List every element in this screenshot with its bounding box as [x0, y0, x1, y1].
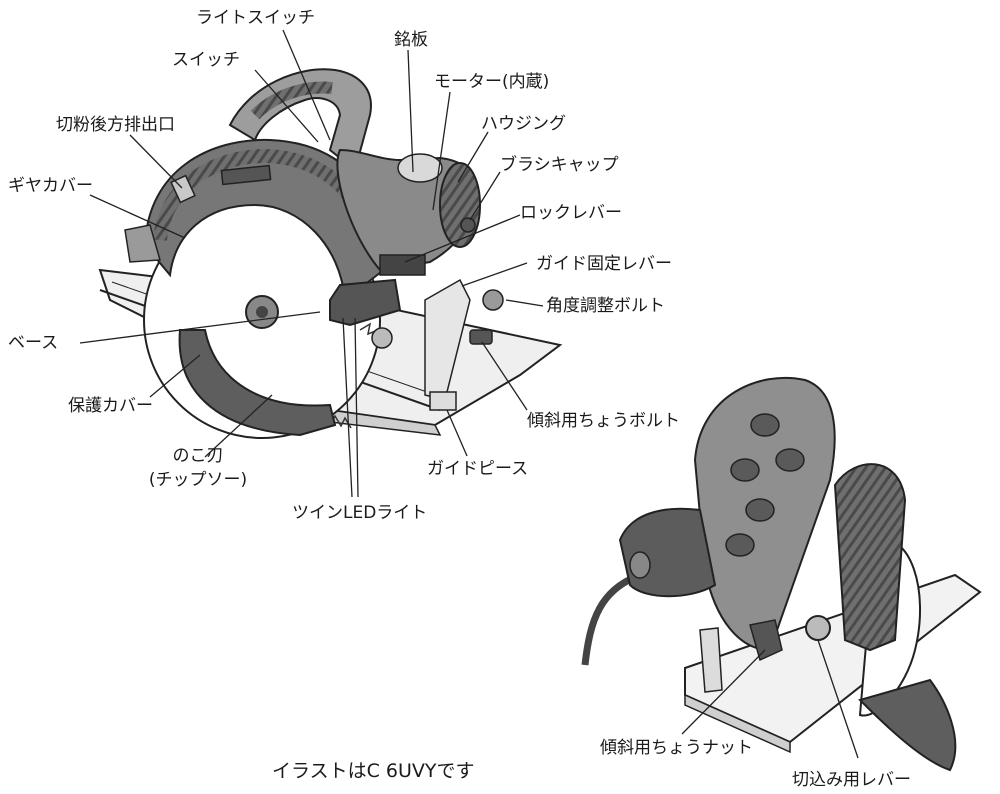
leader-protective-cover — [149, 354, 201, 398]
main-handle — [228, 68, 372, 172]
label-motor: モーター(内蔵) — [434, 72, 550, 92]
leader-switch — [254, 69, 319, 143]
label-housing: ハウジング — [481, 114, 566, 134]
leader-saw-blade — [204, 394, 273, 458]
label-angle-adjust-bolt: 角度調整ボルト — [546, 296, 665, 316]
label-brush-cap: ブラシキャップ — [500, 155, 619, 175]
leader-rear-chip-outlet — [129, 134, 183, 189]
leader-base — [79, 311, 321, 344]
leader-lock-lever — [404, 214, 521, 263]
label-gear-cover: ギヤカバー — [8, 176, 93, 196]
leader-twin-led — [342, 317, 353, 498]
leader-guide-piece — [446, 409, 468, 457]
label-twin-led-light: ツインLEDライト — [292, 503, 428, 523]
leader-light-switch — [282, 29, 331, 141]
leader-motor — [432, 91, 451, 211]
label-saw-blade-line2: (チップソー) — [148, 470, 248, 490]
leader-twin-led-2 — [354, 317, 359, 498]
label-guide-piece: ガイドピース — [427, 459, 529, 479]
label-rear-chip-outlet: 切粉後方排出口 — [56, 115, 175, 135]
label-lock-lever: ロックレバー — [520, 203, 622, 223]
label-bevel-wing-bolt: 傾斜用ちょうボルト — [527, 411, 680, 431]
label-depth-lever: 切込み用レバー — [792, 770, 911, 790]
leader-angle-adjust-bolt — [505, 299, 544, 307]
label-bevel-wing-nut: 傾斜用ちょうナット — [600, 738, 753, 758]
leader-nameplate — [407, 49, 414, 173]
label-guide-fixing-lever: ガイド固定レバー — [536, 254, 672, 274]
leader-housing — [457, 131, 489, 183]
label-saw-blade-line1: のこ刃 — [172, 446, 224, 466]
label-nameplate: 銘板 — [394, 30, 428, 50]
main-lower-guard — [178, 329, 337, 437]
leader-depth-lever — [817, 639, 859, 759]
leader-brush-cap — [469, 171, 501, 221]
label-switch: スイッチ — [172, 50, 240, 70]
leader-lines — [79, 29, 859, 759]
caption: イラストはC 6UVYです — [272, 760, 475, 782]
leader-gear-cover — [89, 194, 186, 239]
label-light-switch: ライトスイッチ — [196, 8, 315, 28]
label-base: ベース — [8, 333, 59, 353]
label-protective-cover: 保護カバー — [68, 396, 153, 416]
leader-guide-fixing-lever — [461, 262, 528, 287]
leader-bevel-wing-bolt — [481, 341, 528, 411]
leader-bevel-wing-nut — [681, 649, 766, 735]
rear-gear-cover — [833, 463, 907, 652]
rear-view-saw — [581, 376, 982, 772]
